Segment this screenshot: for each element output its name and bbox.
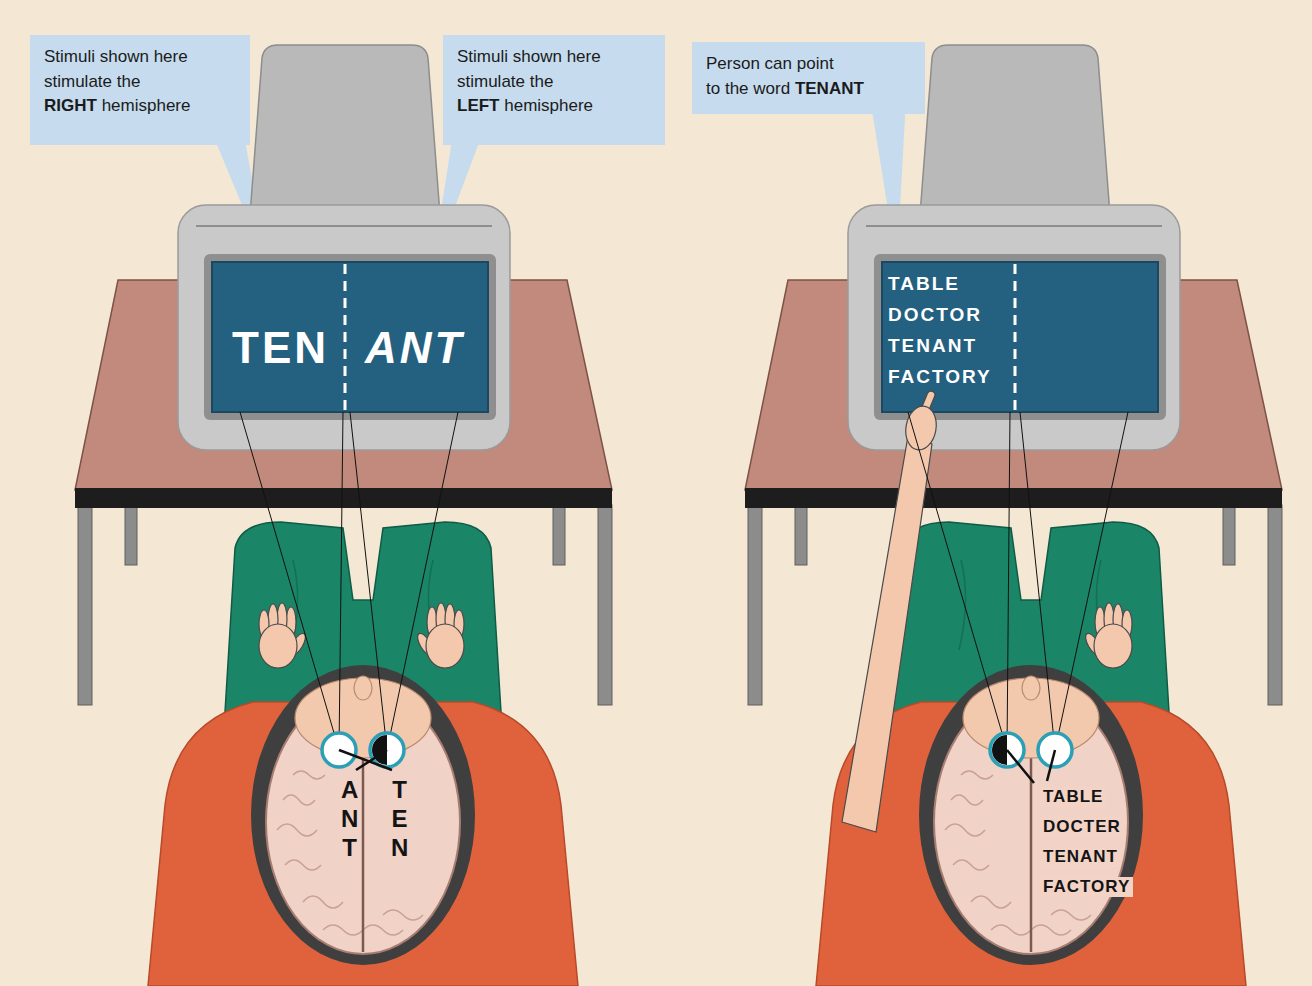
word: the xyxy=(530,72,554,91)
screen-choice: TENANT xyxy=(888,336,977,355)
hemisphere-text: TEN xyxy=(390,776,409,862)
hand xyxy=(259,603,308,668)
word: shown xyxy=(100,47,149,66)
raised-arm xyxy=(842,395,940,832)
arm xyxy=(842,436,932,832)
word: shown xyxy=(513,47,562,66)
word: LEFT xyxy=(457,96,500,115)
sight-lines xyxy=(240,412,1128,750)
sight-line xyxy=(1007,412,1010,750)
word: Person xyxy=(706,54,760,73)
eye-shade xyxy=(992,735,1007,765)
callout-bubble: Stimuli shown here stimulate the LEFT he… xyxy=(443,35,665,145)
pathway-line xyxy=(1007,750,1034,783)
sight-line xyxy=(1020,412,1055,750)
word: here xyxy=(154,47,188,66)
screen-word: TEN xyxy=(232,322,329,375)
callout-text: Person can point to the word TENANT xyxy=(706,52,864,101)
pathway-lines xyxy=(339,750,1055,783)
sight-line xyxy=(1055,412,1128,750)
word: word xyxy=(753,79,790,98)
sight-line xyxy=(339,412,343,750)
callout-text: Stimuli shown here stimulate the LEFT he… xyxy=(457,45,601,119)
word: TENANT xyxy=(795,79,864,98)
screen-choice: FACTORY xyxy=(888,367,992,386)
word: Stimuli xyxy=(44,47,95,66)
person xyxy=(148,522,578,986)
pathway-line xyxy=(1047,750,1055,781)
sight-line xyxy=(350,412,387,750)
hemisphere-text: ANT xyxy=(340,776,359,862)
sight-line xyxy=(387,412,458,750)
word: point xyxy=(797,54,834,73)
callout-bubble: Person can point to the word TENANT xyxy=(692,42,925,114)
word: here xyxy=(567,47,601,66)
hemisphere-text: TENANT xyxy=(1040,847,1121,867)
word: the xyxy=(117,72,141,91)
word: RIGHT xyxy=(44,96,97,115)
hemisphere-text: TABLE xyxy=(1040,787,1106,807)
word: can xyxy=(765,54,792,73)
callout-text: Stimuli shown here stimulate the RIGHT h… xyxy=(44,45,190,119)
word: stimulate xyxy=(457,72,525,91)
screen-word: ANT xyxy=(365,322,464,375)
word: Stimuli xyxy=(457,47,508,66)
hemisphere-text: DOCTER xyxy=(1040,817,1124,837)
word: to xyxy=(706,79,720,98)
word: hemisphere xyxy=(504,96,593,115)
screen-choice: TABLE xyxy=(888,274,960,293)
word: stimulate xyxy=(44,72,112,91)
screen-choice: DOCTOR xyxy=(888,305,982,324)
word: the xyxy=(725,79,749,98)
sight-line xyxy=(908,412,1007,750)
word: hemisphere xyxy=(102,96,191,115)
sight-line xyxy=(240,412,339,750)
hemisphere-text: FACTORY xyxy=(1040,877,1133,897)
callout-bubble: Stimuli shown here stimulate the RIGHT h… xyxy=(30,35,250,145)
pathway-line xyxy=(339,750,392,770)
hand xyxy=(902,404,939,453)
